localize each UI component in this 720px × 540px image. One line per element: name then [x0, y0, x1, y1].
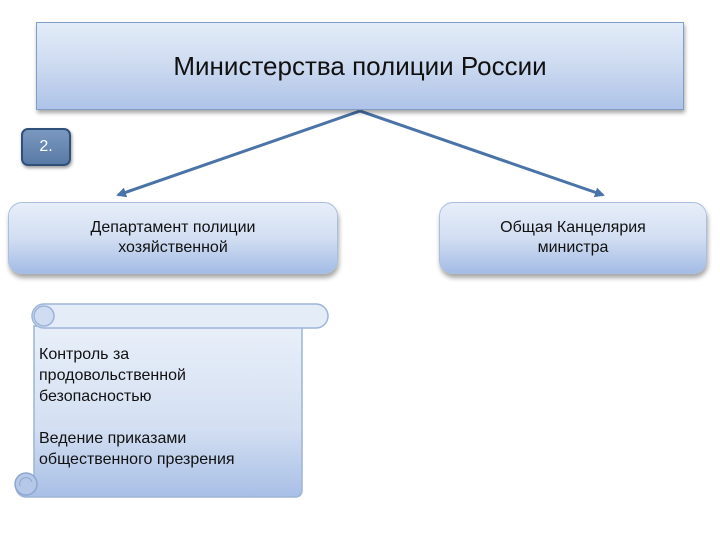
department-right-line2: министра: [537, 239, 609, 256]
scroll-line: Контроль за: [39, 346, 130, 363]
department-right-line1: Общая Канцелярия: [500, 219, 646, 236]
ministry-title: Министерства полиции России: [173, 50, 547, 81]
department-box-right: Общая Канцелярия министра: [439, 202, 707, 274]
department-label-right: Общая Канцелярия министра: [467, 218, 680, 258]
ministry-title-box: Министерства полиции России: [36, 22, 684, 110]
department-left-line2: хозяйственной: [118, 239, 228, 256]
scroll-line: продовольственной: [39, 367, 186, 384]
scroll-gap: [39, 407, 301, 428]
department-box-left: Департамент полиции хозяйственной: [8, 202, 338, 274]
scroll-line: безопасностью: [39, 388, 152, 405]
scroll-line: общественного презрения: [39, 451, 235, 468]
step-badge: 2.: [21, 128, 71, 166]
scroll-shape: [14, 303, 329, 498]
scroll-note: Контроль за продовольственной безопаснос…: [6, 300, 332, 502]
arrow-to-left-department: [116, 109, 361, 198]
department-label-left: Департамент полиции хозяйственной: [42, 218, 304, 258]
department-left-line1: Департамент полиции: [90, 219, 256, 236]
arrow-to-right-department: [359, 109, 605, 198]
scroll-text: Контроль за продовольственной безопаснос…: [39, 344, 301, 470]
scroll-line: Ведение приказами: [39, 430, 187, 447]
